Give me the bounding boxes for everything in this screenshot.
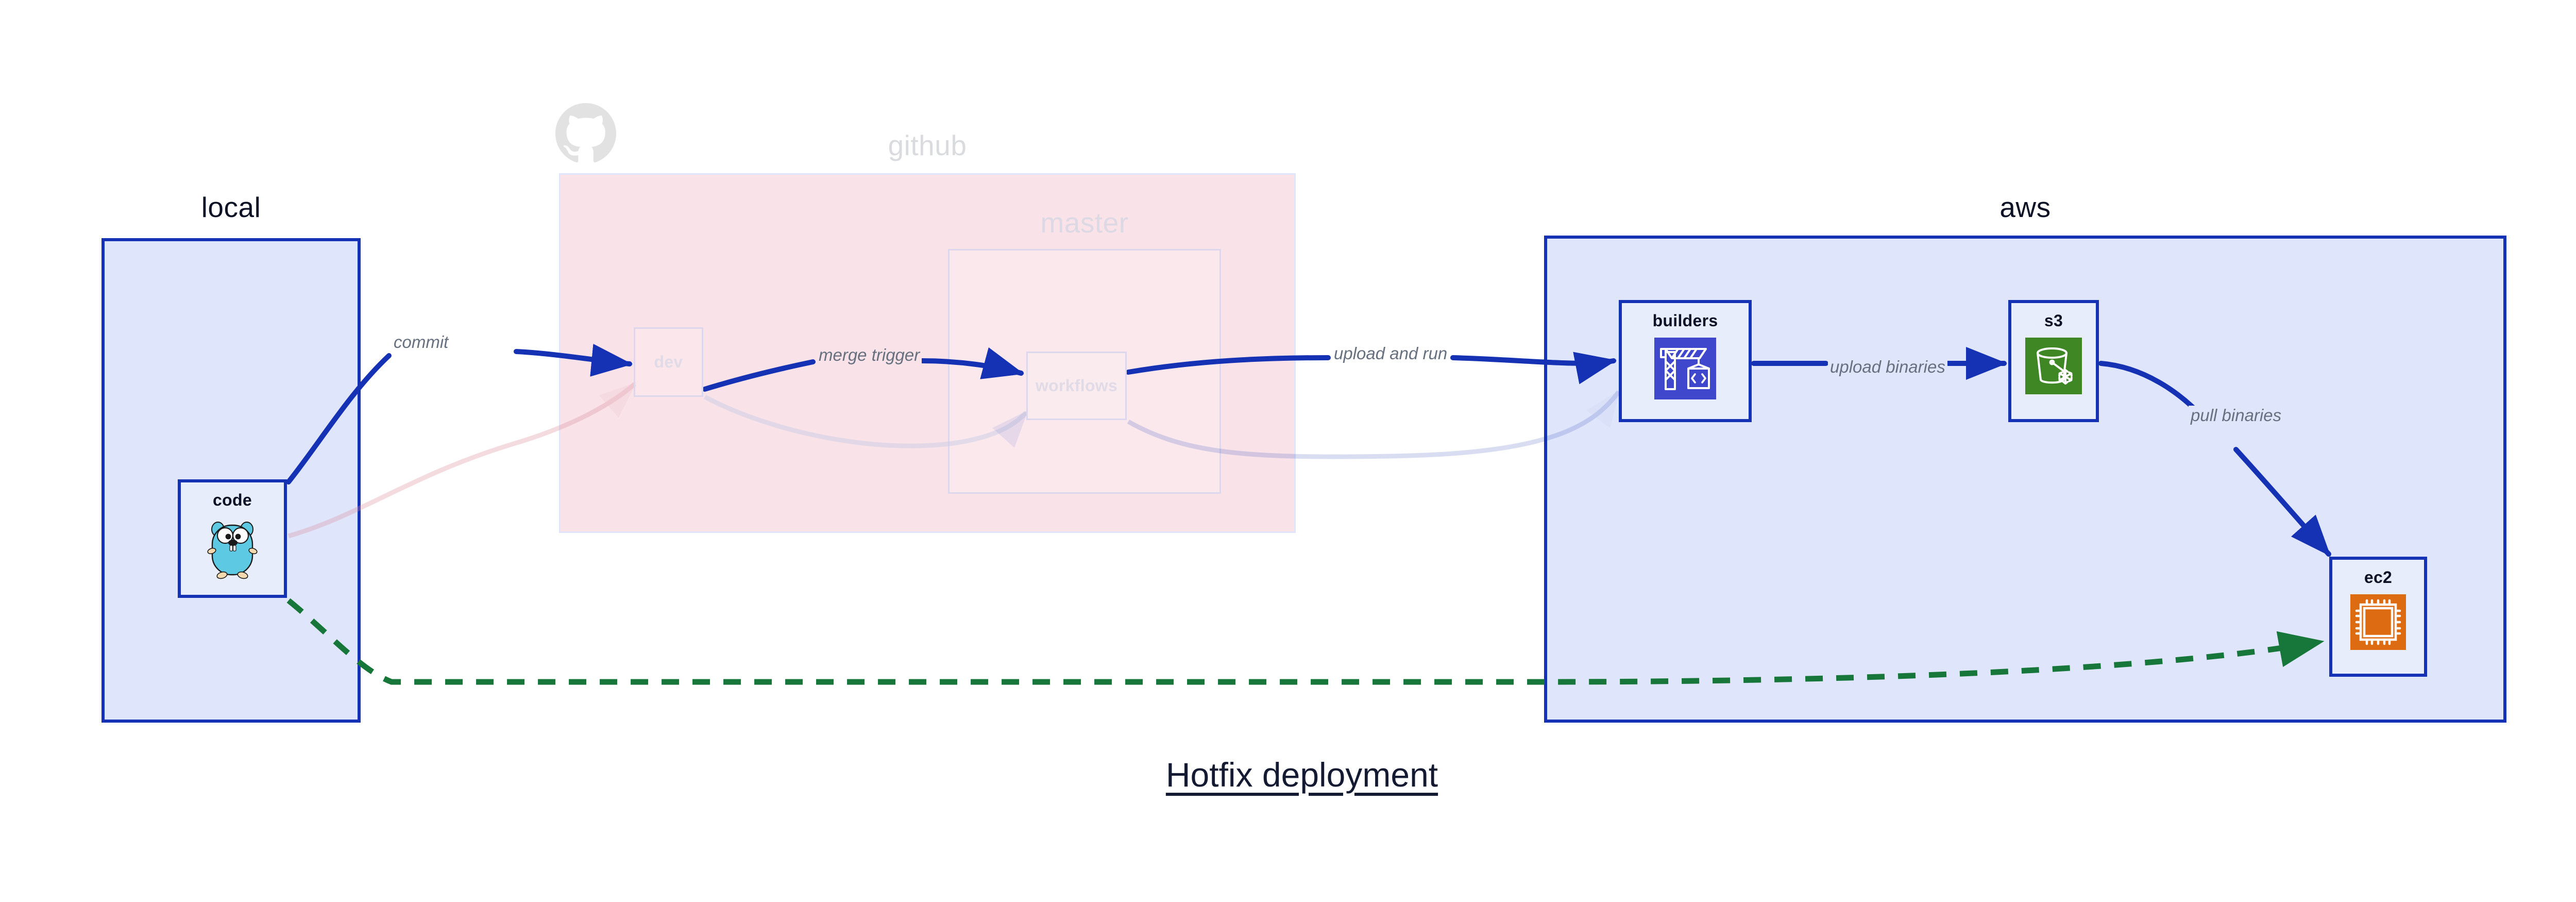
node-ec2[interactable]: ec2 [2329,557,2427,677]
edge-label-upload-binaries: upload binaries [1828,357,1947,377]
go-gopher-icon [207,522,258,579]
node-workflows-label: workflows [1035,376,1118,395]
github-octocat-icon [555,103,616,163]
node-ec2-label: ec2 [2364,568,2393,587]
node-workflows[interactable]: workflows [1026,352,1127,420]
group-aws-label: aws [1999,191,2051,223]
node-code[interactable]: code [178,479,287,598]
diagram-title: Hotfix deployment [1165,756,1438,794]
node-dev[interactable]: dev [634,327,703,397]
node-code-label: code [213,491,252,509]
aws-ec2-icon [2350,594,2406,650]
aws-s3-glacier-icon [2025,338,2082,394]
edge-label-commit: commit [392,332,451,352]
group-local-label: local [201,191,261,223]
group-master-label: master [1040,207,1129,239]
node-builders[interactable]: builders [1619,300,1752,422]
group-github-label: github [888,129,967,161]
aws-codebuild-icon [1654,338,1716,399]
edge-label-pull-binaries: pull binaries [2189,406,2284,425]
node-dev-label: dev [654,353,683,371]
node-builders-label: builders [1652,311,1718,330]
node-s3-label: s3 [2044,311,2063,330]
edge-label-upload-and-run: upload and run [1332,344,1450,363]
group-github[interactable] [559,173,1296,533]
node-s3[interactable]: s3 [2008,300,2099,422]
edge-label-merge-trigger: merge trigger [817,345,922,365]
